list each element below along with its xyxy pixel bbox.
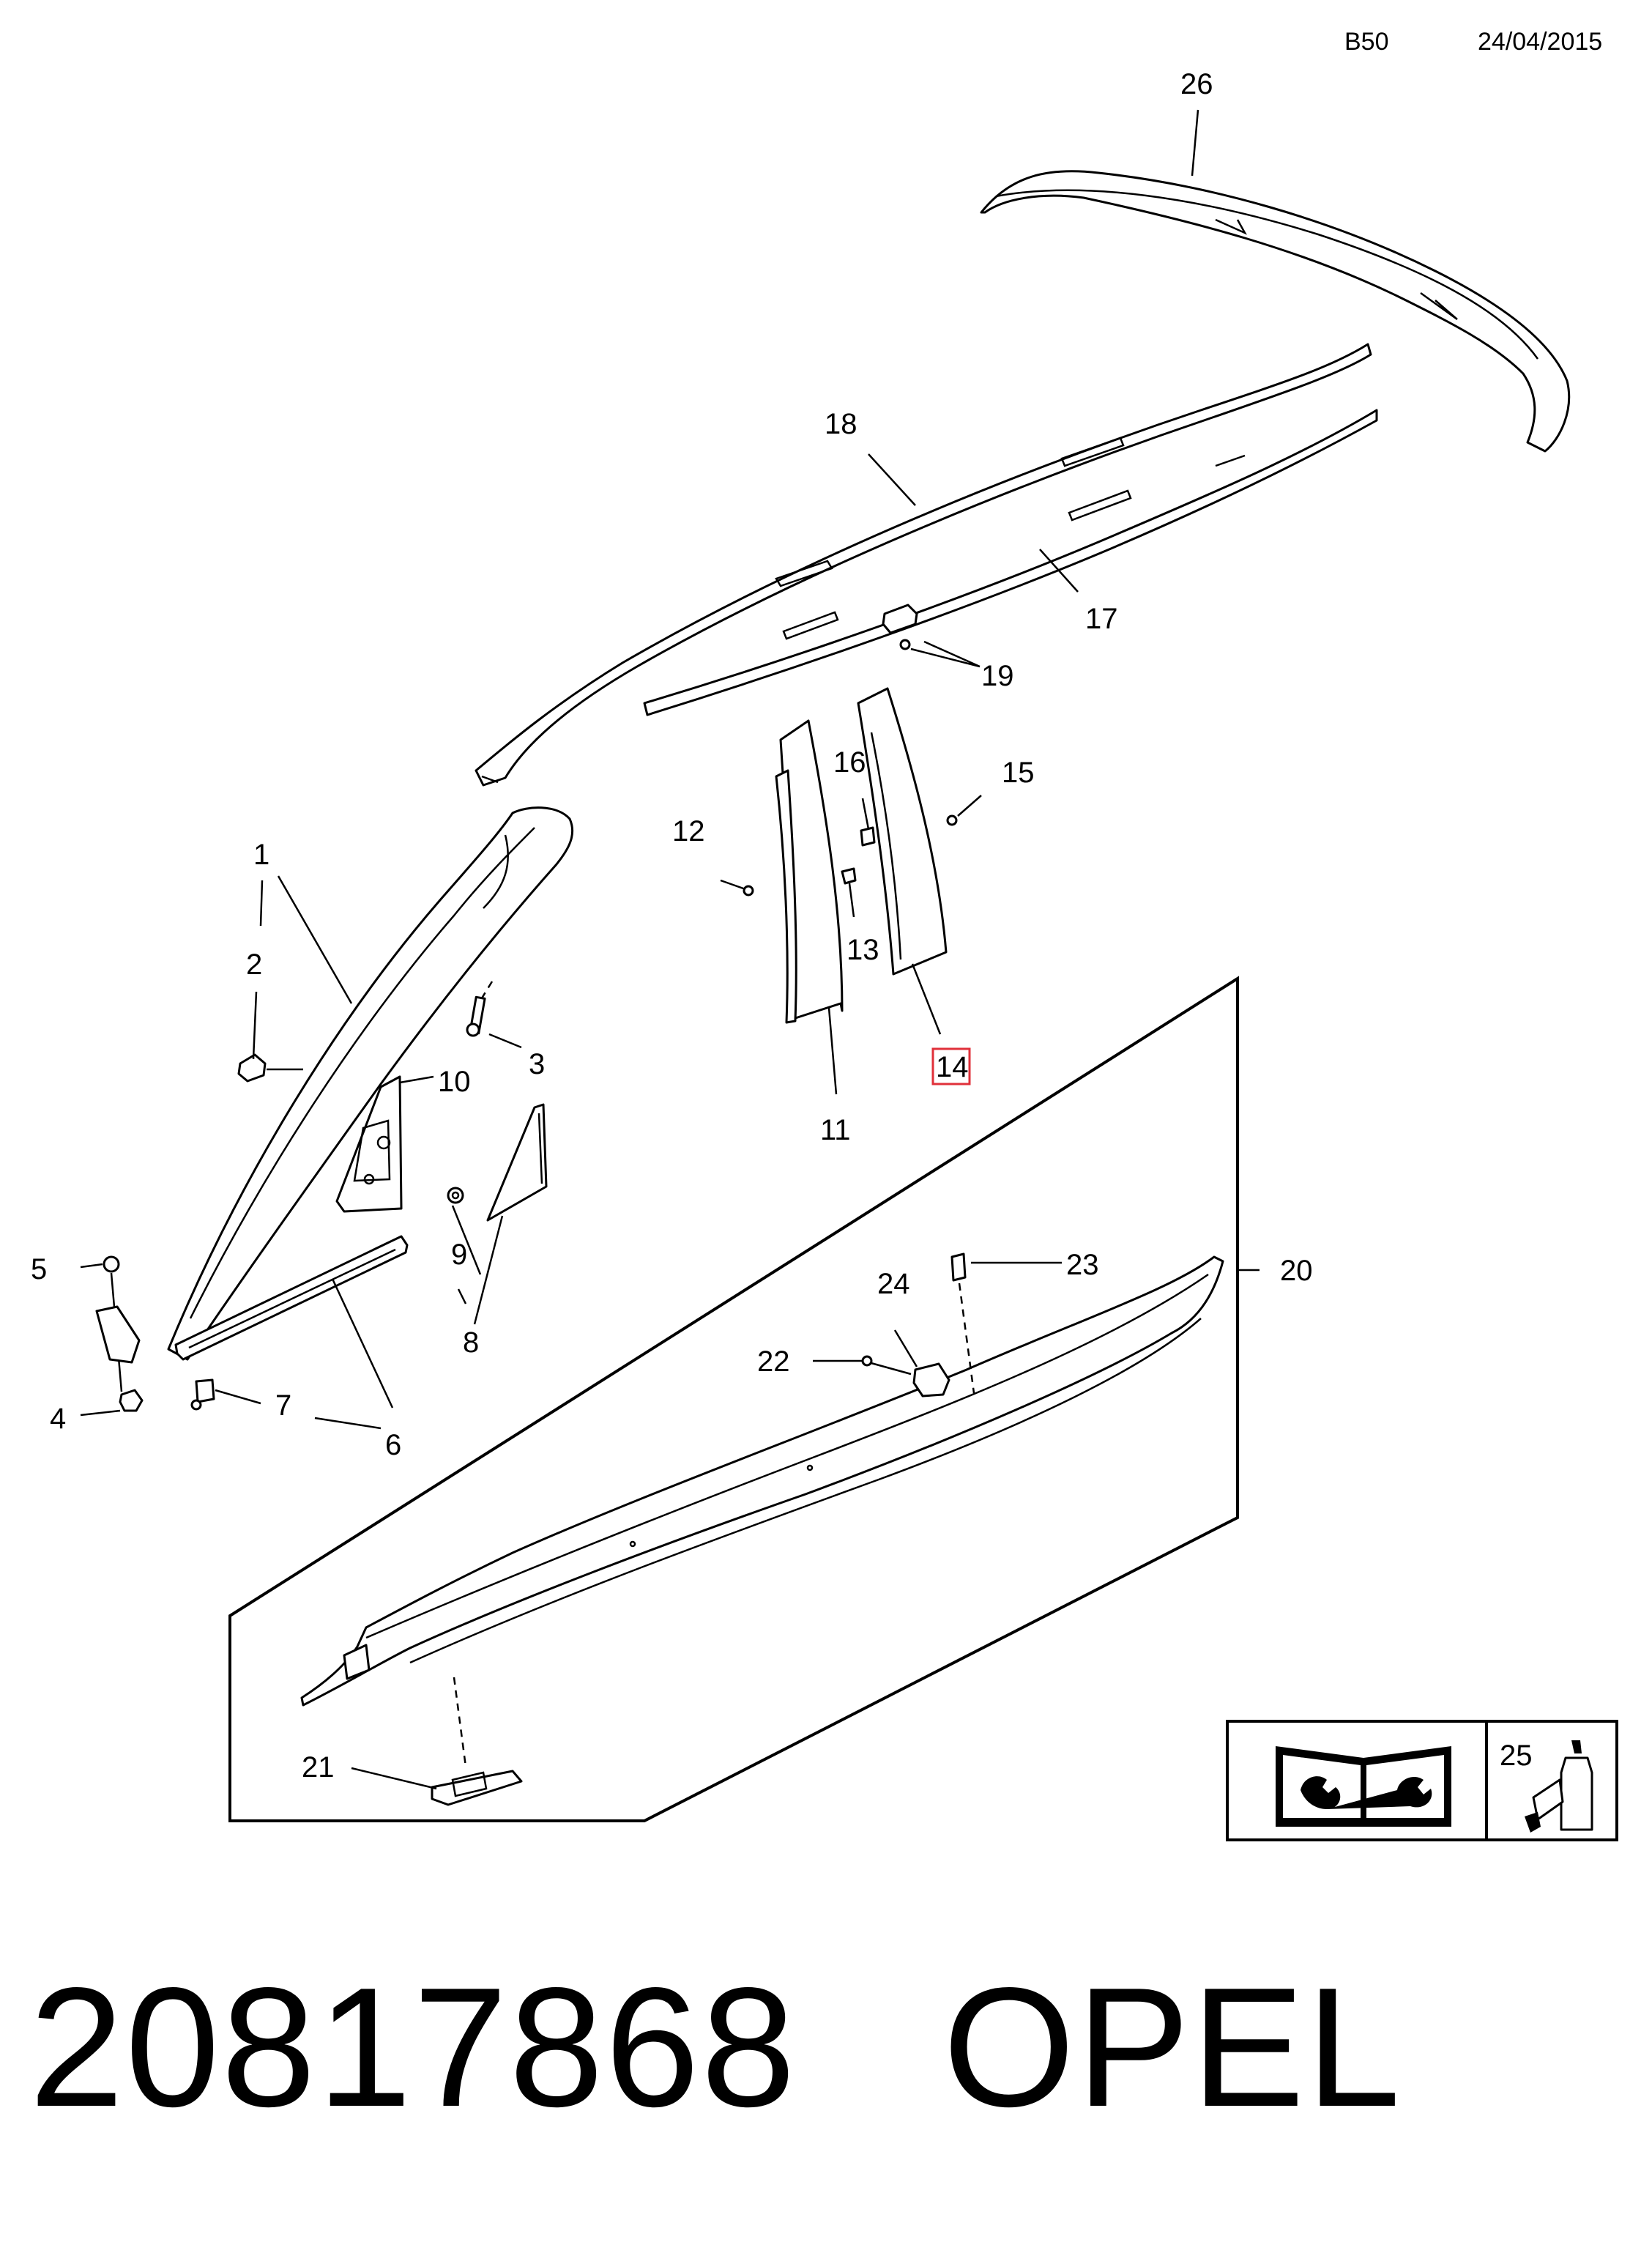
part-5-screw — [95, 1255, 141, 1392]
callout-11: 11 — [820, 1114, 851, 1146]
part-7-clip — [190, 1378, 215, 1411]
legend-box — [1226, 1720, 1618, 1841]
callout-10: 10 — [438, 1066, 471, 1098]
callout-1: 1 — [253, 839, 269, 871]
callout-labels: 1 2 3 4 5 6 7 8 9 10 11 12 13 14 15 16 1… — [31, 68, 1533, 1784]
part-22-screw — [861, 1355, 912, 1376]
part-14-b-pillar-applique — [857, 687, 948, 976]
part-1-a-pillar-trim — [167, 806, 574, 1361]
part-17-roof-moulding — [643, 409, 1378, 716]
part-18-roof-moulding — [475, 343, 1372, 787]
part-3-bolt — [466, 981, 494, 1037]
callout-20: 20 — [1280, 1255, 1313, 1287]
callout-21: 21 — [302, 1751, 335, 1784]
part-21-clip — [431, 1677, 523, 1806]
part-20-side-sill-panel — [300, 1255, 1224, 1707]
footer-part-number: 20817868 OPEL — [29, 1963, 1402, 2133]
callout-12: 12 — [672, 815, 705, 847]
callout-16: 16 — [833, 746, 866, 779]
callout-24: 24 — [877, 1268, 910, 1300]
callout-17: 17 — [1085, 603, 1118, 635]
part-19-clips — [882, 604, 918, 650]
callout-19: 19 — [981, 660, 1014, 692]
part-16-clip — [860, 826, 876, 847]
callout-9: 9 — [451, 1239, 467, 1271]
part-23-clip — [950, 1252, 975, 1394]
callout-8: 8 — [463, 1326, 479, 1359]
callout-22: 22 — [757, 1346, 790, 1378]
brand-name: OPEL — [942, 1953, 1402, 2142]
callout-26: 26 — [1180, 68, 1213, 100]
part-9-nut — [447, 1187, 464, 1204]
callout-15: 15 — [1002, 757, 1035, 789]
header-date: 24/04/2015 — [1478, 28, 1602, 56]
part-4-clip — [119, 1389, 144, 1412]
callout-2: 2 — [246, 949, 262, 981]
part-2-clip — [237, 1053, 267, 1083]
part-26-roof-spoiler — [980, 170, 1571, 453]
callout-14-highlight — [931, 1047, 971, 1085]
part-number: 20817868 — [29, 1953, 797, 2142]
part-10-mirror-flag — [335, 1075, 403, 1213]
callout-14: 14 — [936, 1051, 969, 1083]
part-6-sill-strip — [174, 1235, 409, 1361]
callout-3: 3 — [529, 1048, 545, 1080]
part-8-triangle-garnish — [486, 1103, 548, 1222]
part-13-clip — [841, 867, 857, 918]
callout-5: 5 — [31, 1253, 47, 1285]
header-code: B50 — [1344, 28, 1389, 56]
part-11-b-pillar-applique — [775, 719, 844, 1024]
leader-lines — [80, 109, 1260, 1790]
adhesive-bottle-icon — [1525, 1740, 1593, 1833]
callout-6: 6 — [385, 1429, 401, 1461]
callout-13: 13 — [847, 934, 879, 966]
legend-frame — [1226, 1720, 1618, 1841]
callout-23: 23 — [1066, 1249, 1099, 1281]
callout-4: 4 — [50, 1403, 66, 1435]
callout-18: 18 — [825, 408, 857, 440]
callout-7: 7 — [275, 1389, 291, 1422]
part-24-bracket — [912, 1362, 950, 1398]
part-20-group-frame — [228, 976, 1239, 1822]
part-15-screw — [946, 814, 958, 826]
manual-wrench-icon — [1276, 1746, 1451, 1827]
callout-25: 25 — [1500, 1740, 1533, 1772]
part-12-screw — [743, 885, 754, 897]
